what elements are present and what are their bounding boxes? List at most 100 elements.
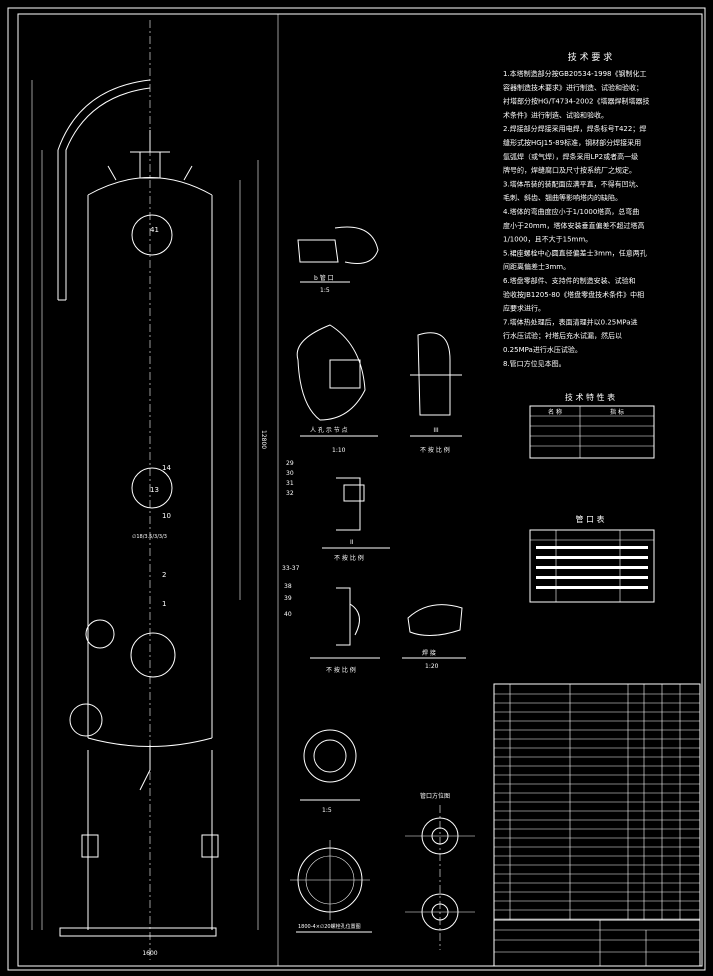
tech-requirement-line: 间距离偏差士3mm。 [503, 262, 570, 271]
callout-41: 41 [150, 226, 159, 234]
weld-detail-shape [407, 604, 463, 636]
bottom-outlet-pipe [139, 745, 151, 791]
tech-requirement-line: 1/1000，且不大于15mm。 [503, 235, 592, 244]
spec-table-col-value: 指 标 [610, 408, 624, 416]
tray-2-label: 2 [162, 571, 166, 579]
spec-table-frame [529, 405, 655, 459]
tower-elevation: 12800 14 13 10 2 1 ∅18/3.5/3/3/3 29 30 3… [31, 20, 300, 960]
detail-ii-scale: 不 按 比 例 [334, 554, 364, 562]
tech-requirement-line: 1.本塔制造部分按GB20534-1998《钢制化工 [503, 69, 647, 78]
parts-rows [494, 693, 700, 920]
tech-requirement-line: 氩弧焊（或气焊），焊条采用LP2或者高一级 [503, 152, 638, 161]
skirt-opening-right [201, 834, 219, 858]
nozzle-detail-b-curve [334, 226, 379, 264]
flange-ring-inner [313, 739, 347, 773]
tech-requirement-line: 缝形式按HGJ15-89标准，钢材部分焊接采用 [503, 138, 641, 147]
tech-requirement-line: 8.管口方位见本图。 [503, 359, 566, 368]
lower-detail-label: 不 按 比 例 [326, 666, 356, 674]
tech-requirement-line: 度小于20mm，塔体安装垂直偏差不超过塔高 [503, 221, 645, 230]
spec-table: 技 术 特 性 表 名 称 指 标 [529, 392, 655, 459]
callout-40: 40 [284, 611, 292, 618]
side-manhole-1 [85, 619, 115, 649]
tech-requirement-line: 4.塔体的弯曲度应小于1/1000塔高，总弯曲 [503, 207, 639, 216]
lower-detail-shape [336, 587, 351, 646]
tech-requirements-title: 技 术 要 求 [568, 51, 613, 63]
top-right-nozzle [183, 165, 193, 181]
flange-ring-scale: 1:5 [322, 807, 332, 814]
tech-requirement-line: 行水压试验；衬塔后充水试漏，然后以 [503, 331, 622, 340]
detail-iii-shape [417, 332, 451, 416]
detail-ii-mark: II [350, 539, 354, 546]
manhole-node-scale: 1:10 [332, 447, 346, 454]
manhole-top [131, 214, 173, 256]
base-ring [59, 927, 217, 937]
manhole-node-neck [329, 359, 361, 389]
tray-14-label: 14 [162, 464, 171, 472]
spec-table-col-name: 名 称 [548, 408, 562, 416]
parts-list-frame [493, 683, 701, 967]
tech-requirement-line: 3.塔体吊装的装配面应满平直，不得有凹坑、 [503, 179, 643, 188]
callout-38: 38 [284, 583, 292, 590]
detail-views: b 管 口 1:5 人 孔 示 节 点 1:10 III 不 按 比 例 II … [290, 226, 475, 950]
tech-requirements-text: 1.本塔制造部分按GB20534-1998《钢制化工容器制造技术要求》进行制造、… [503, 69, 649, 368]
callout-32: 32 [286, 490, 294, 497]
tech-requirement-line: 容器制造技术要求》进行制造、试验和验收； [503, 83, 643, 92]
manhole-node-detail [296, 324, 366, 421]
tech-requirement-line: 毛刺、斜齿、翘曲等影响塔内的缺陷。 [503, 193, 622, 202]
detail-iii-mark: III [433, 427, 439, 434]
tech-requirement-line: 应要求进行。 [503, 304, 545, 313]
lower-detail-curve [349, 603, 360, 636]
tech-requirement-line: 5.裙座螺栓中心圆直径偏差士3mm，任意两孔 [503, 248, 647, 257]
flange-ring-outer [303, 729, 357, 783]
nozzle-table-title: 管 口 表 [575, 514, 604, 524]
detail-ii-part [343, 484, 365, 502]
nozzle-table-row-1 [536, 546, 648, 549]
manhole-lower [130, 632, 176, 678]
tech-requirement-line: 牌号的，焊缝腐口及尺寸按系统厂之规定。 [503, 166, 636, 175]
drawing-inner-frame [17, 13, 703, 967]
nozzle-table: 管 口 表 [529, 514, 655, 603]
external-pipe-inner [65, 87, 151, 300]
height-total-dim: 12800 [260, 430, 267, 449]
tech-requirement-line: 7.塔体热处理后，表面清理并以0.25MPa进 [503, 317, 638, 326]
tech-requirement-line: 2.焊接部分焊接采用电焊，焊条标号T422；焊 [503, 124, 646, 133]
tech-requirement-line: 衬塔部分按HG/T4734-2002《塔器焊制塔器技 [503, 97, 649, 106]
bolt-layout-label: 1800-4×∅20螺栓孔位置图 [298, 923, 361, 930]
nozzle-detail-b [297, 239, 339, 263]
tray-1-label: 1 [162, 600, 166, 608]
tray-10-label: 10 [162, 512, 171, 520]
callout-29: 29 [286, 460, 294, 467]
hole-spec-label: ∅18/3.5/3/3/3 [132, 534, 167, 540]
skirt-opening-left [81, 834, 99, 858]
parts-list-block [493, 683, 701, 967]
nozzle-table-row-3 [536, 566, 648, 569]
drawing-outer-border [7, 7, 706, 971]
external-pipe-outer [57, 79, 151, 300]
spec-table-title: 技 术 特 性 表 [565, 392, 615, 402]
top-left-nozzle [107, 165, 117, 181]
detail-ii-shape [336, 477, 361, 531]
callout-31: 31 [286, 480, 294, 487]
tech-requirement-line: 术条件》进行制造、试验和验收。 [503, 110, 608, 119]
nozzle-table-row-5 [536, 586, 648, 589]
tech-requirement-line: 0.25MPa进行水压试验。 [503, 345, 582, 354]
tech-requirement-line: 6.塔盘零部件、支持件的制造安装、试验和 [503, 276, 636, 285]
weld-detail-label: 焊 接 [422, 649, 436, 657]
nozzle-table-row-4 [536, 576, 648, 579]
nozzle-table-frame [529, 529, 655, 603]
tech-requirements-block: 技 术 要 求 1.本塔制造部分按GB20534-1998《钢制化工容器制造技术… [503, 51, 649, 368]
tray-13-label: 13 [150, 486, 159, 494]
callout-39: 39 [284, 595, 292, 602]
nozzle-detail-scale: 1:5 [320, 287, 330, 294]
weld-detail-scale: 1:20 [425, 663, 439, 670]
tech-requirement-line: 验收按JB1205-80《塔盘零盘技术条件》中相 [503, 290, 644, 299]
nozzle-detail-label: b 管 口 [314, 274, 334, 282]
callout-30: 30 [286, 470, 294, 477]
callout-33-37: 33-37 [282, 565, 300, 572]
orientation-title: 管口方位图 [420, 792, 450, 800]
manhole-middle [131, 467, 173, 509]
side-manhole-2 [69, 703, 103, 737]
base-width-dim: 1600 [142, 950, 157, 957]
